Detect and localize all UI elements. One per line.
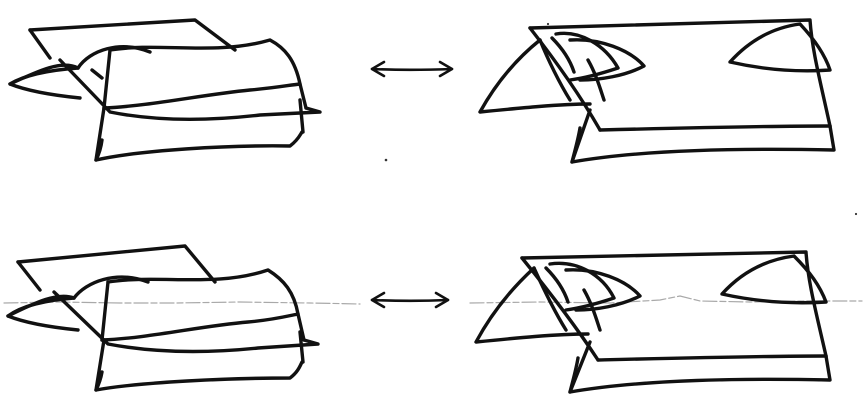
- bottom-left-drawing: [8, 246, 318, 390]
- top-right-drawing: [480, 20, 834, 162]
- stray-ink-marks: [385, 23, 857, 215]
- bottom-right-drawing: [476, 252, 830, 392]
- double-headed-arrow-icon: [372, 293, 448, 307]
- double-headed-arrow-icon: [372, 62, 452, 76]
- top-left-drawing: [10, 20, 320, 160]
